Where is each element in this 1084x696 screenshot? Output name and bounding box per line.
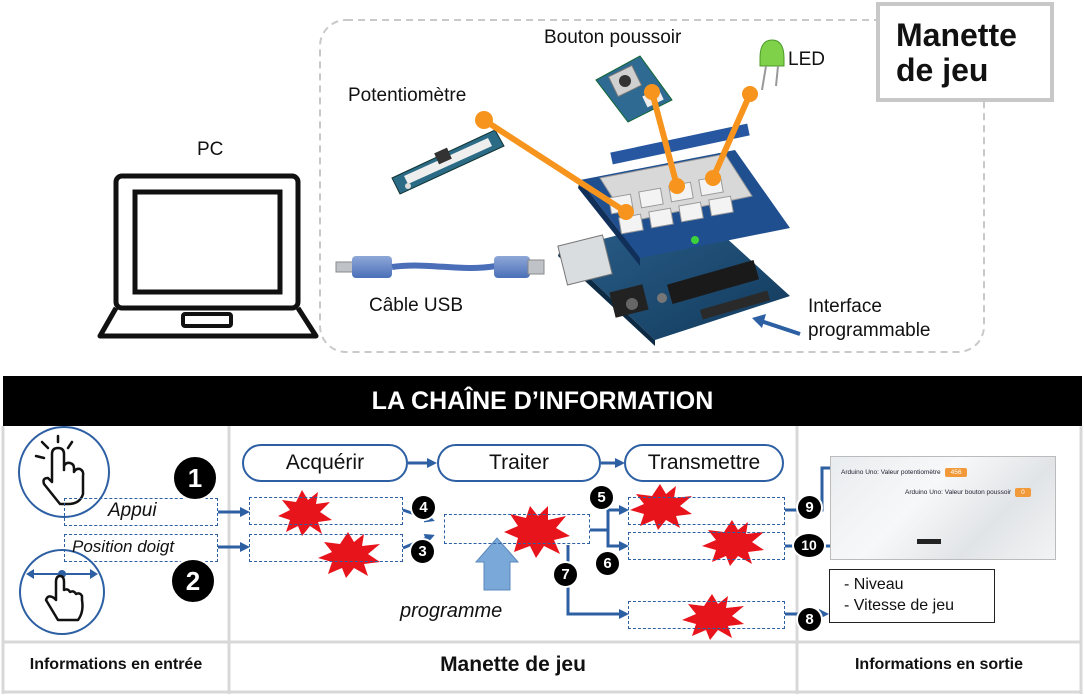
step-6: 6	[594, 550, 621, 577]
screen-value-pot: 456	[944, 468, 968, 477]
output-item-speed: - Vitesse de jeu	[844, 597, 954, 614]
transmit-box-2	[628, 532, 785, 560]
step-7: 7	[552, 561, 579, 588]
acquire-box-2	[249, 534, 403, 562]
screen-paddle	[917, 539, 941, 544]
transmit-box-1	[628, 497, 785, 525]
chain-grid	[1, 426, 1083, 694]
step-8: 8	[796, 606, 823, 633]
stage-transmit: Transmettre	[624, 444, 784, 482]
laptop-icon	[97, 173, 319, 339]
button-label: Bouton poussoir	[544, 27, 682, 48]
pc-label: PC	[197, 139, 224, 160]
step-3: 3	[409, 538, 436, 565]
led-icon	[759, 39, 785, 91]
slide-icon	[19, 549, 105, 635]
output-info-box: - Niveau - Vitesse de jeu	[829, 569, 995, 623]
input-label-position: Position doigt	[72, 537, 175, 556]
program-label: programme	[400, 600, 503, 622]
potentiometer-label: Potentiomètre	[348, 85, 467, 106]
input-box-position	[64, 534, 218, 562]
stage-process: Traiter	[437, 444, 601, 482]
acquire-box-1	[249, 497, 403, 525]
tap-icon	[18, 426, 110, 518]
led-label: LED	[788, 49, 825, 70]
footer-controller: Manette de jeu	[440, 653, 586, 676]
input-label-press: Appui	[108, 500, 157, 521]
hardware-enclosure	[319, 19, 985, 353]
input-box-press	[64, 498, 218, 526]
push-button-icon	[595, 55, 673, 123]
step-4: 4	[410, 494, 437, 521]
footer-outputs: Informations en sortie	[854, 656, 1024, 673]
footer-inputs: Informations en entrée	[29, 656, 203, 673]
interface-arrow	[757, 318, 801, 336]
sensor-connections	[475, 84, 758, 220]
burst-acquire-2	[318, 532, 380, 578]
burst-transmit-2	[702, 520, 764, 566]
potentiometer-icon	[391, 129, 505, 195]
step-1: 1	[172, 455, 218, 501]
screen-value-button: 0	[1015, 488, 1031, 497]
step-10: 10	[792, 532, 826, 559]
output-item-level: - Niveau	[844, 576, 904, 593]
step-2: 2	[170, 558, 216, 604]
title-line2: de jeu	[896, 52, 989, 88]
process-box	[444, 514, 590, 544]
title-line1: Manette	[896, 17, 1017, 53]
transmit-box-3	[628, 601, 785, 629]
program-arrow	[474, 537, 520, 591]
usb-label: Câble USB	[369, 295, 463, 316]
chain-banner: LA CHAÎNE D’INFORMATION	[3, 376, 1082, 426]
usb-cable-icon	[335, 256, 545, 278]
burst-transmit-1	[630, 484, 692, 530]
arduino-board-icon	[557, 214, 790, 346]
stage-acquire: Acquérir	[242, 444, 408, 482]
step-5: 5	[588, 484, 615, 511]
step-9: 9	[796, 494, 823, 521]
burst-process	[504, 506, 570, 558]
